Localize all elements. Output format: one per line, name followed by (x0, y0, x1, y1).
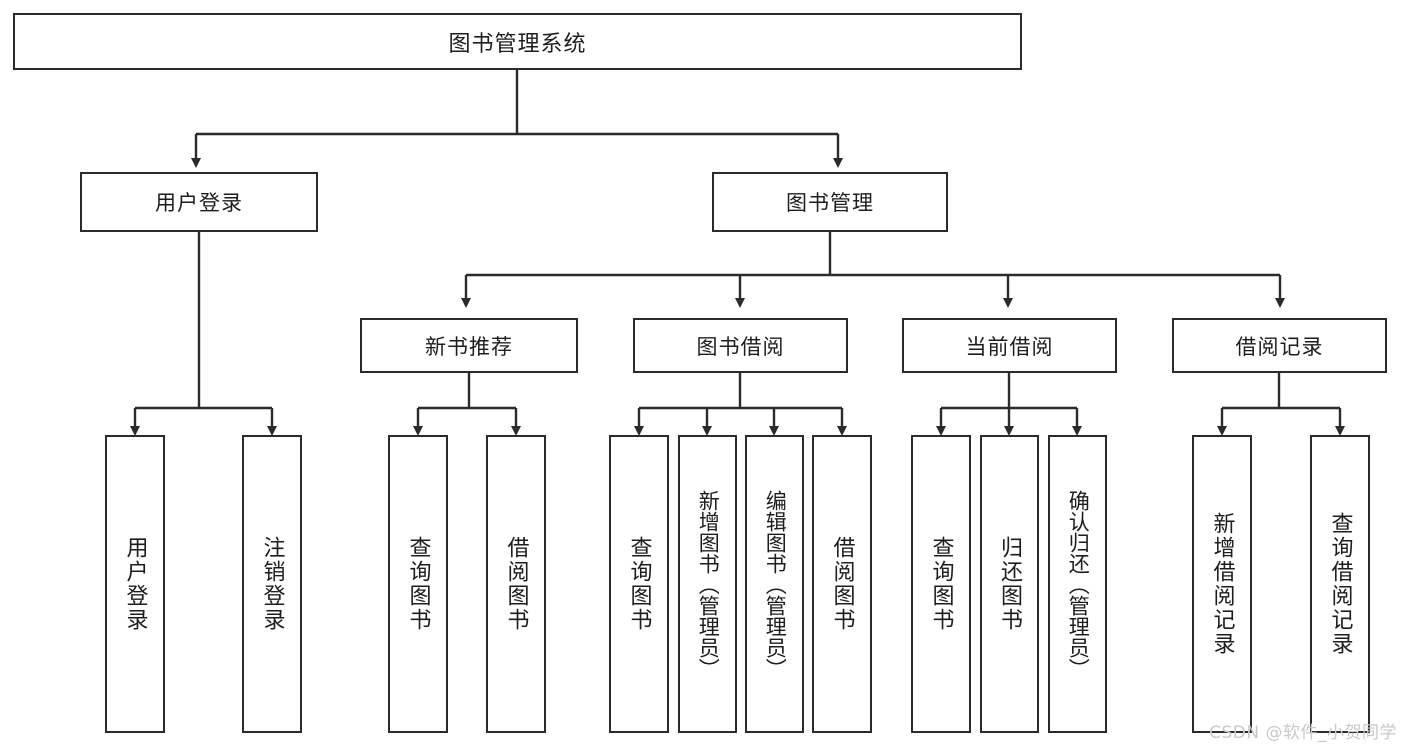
node-label: 用户登录 (155, 191, 243, 215)
node-label: 查询图书 (626, 536, 652, 632)
node-label: 查询图书 (928, 536, 954, 632)
node-label: 新增图书（管理员） (696, 489, 721, 679)
node-book-borrow[interactable]: 图书借阅 (633, 318, 848, 373)
watermark-text: CSDN @软件_小贺同学 (1209, 723, 1397, 743)
node-label: 当前借阅 (965, 334, 1054, 359)
node-borrow-record[interactable]: 借阅记录 (1172, 318, 1387, 373)
leaf-query-book-1[interactable]: 查询图书 (388, 435, 448, 733)
leaf-query-record[interactable]: 查询借阅记录 (1310, 435, 1370, 733)
node-label: 查询图书 (405, 536, 431, 632)
leaf-return-book[interactable]: 归还图书 (980, 435, 1039, 733)
node-label: 图书借阅 (696, 334, 785, 359)
leaf-add-record[interactable]: 新增借阅记录 (1192, 435, 1252, 733)
leaf-add-book[interactable]: 新增图书（管理员） (678, 435, 737, 733)
node-label: 借阅记录 (1235, 334, 1324, 359)
node-label: 编辑图书（管理员） (763, 489, 788, 679)
leaf-user-login[interactable]: 用户登录 (105, 435, 165, 733)
node-label: 新书推荐 (425, 334, 513, 359)
leaf-logout[interactable]: 注销登录 (242, 435, 302, 733)
node-label: 归还图书 (997, 536, 1023, 632)
node-label: 借阅图书 (829, 536, 855, 632)
node-new-book-recommend[interactable]: 新书推荐 (360, 318, 578, 373)
node-label: 注销登录 (259, 536, 285, 632)
node-label: 查询借阅记录 (1327, 512, 1353, 656)
leaf-query-book-3[interactable]: 查询图书 (911, 435, 971, 733)
node-label: 借阅图书 (503, 536, 529, 632)
node-root-system[interactable]: 图书管理系统 (13, 13, 1022, 70)
node-label: 图书管理系统 (448, 31, 587, 57)
node-book-management[interactable]: 图书管理 (712, 172, 948, 232)
node-label: 确认归还（管理员） (1066, 489, 1091, 679)
leaf-edit-book[interactable]: 编辑图书（管理员） (745, 435, 804, 733)
node-label: 用户登录 (122, 536, 148, 632)
leaf-borrow-book-2[interactable]: 借阅图书 (812, 435, 872, 733)
node-label: 图书管理 (786, 191, 874, 215)
leaf-borrow-book-1[interactable]: 借阅图书 (486, 435, 546, 733)
node-user-login[interactable]: 用户登录 (80, 172, 318, 232)
leaf-query-book-2[interactable]: 查询图书 (609, 435, 669, 733)
leaf-confirm-return[interactable]: 确认归还（管理员） (1048, 435, 1107, 733)
node-current-borrow[interactable]: 当前借阅 (902, 318, 1117, 373)
node-label: 新增借阅记录 (1209, 512, 1235, 656)
